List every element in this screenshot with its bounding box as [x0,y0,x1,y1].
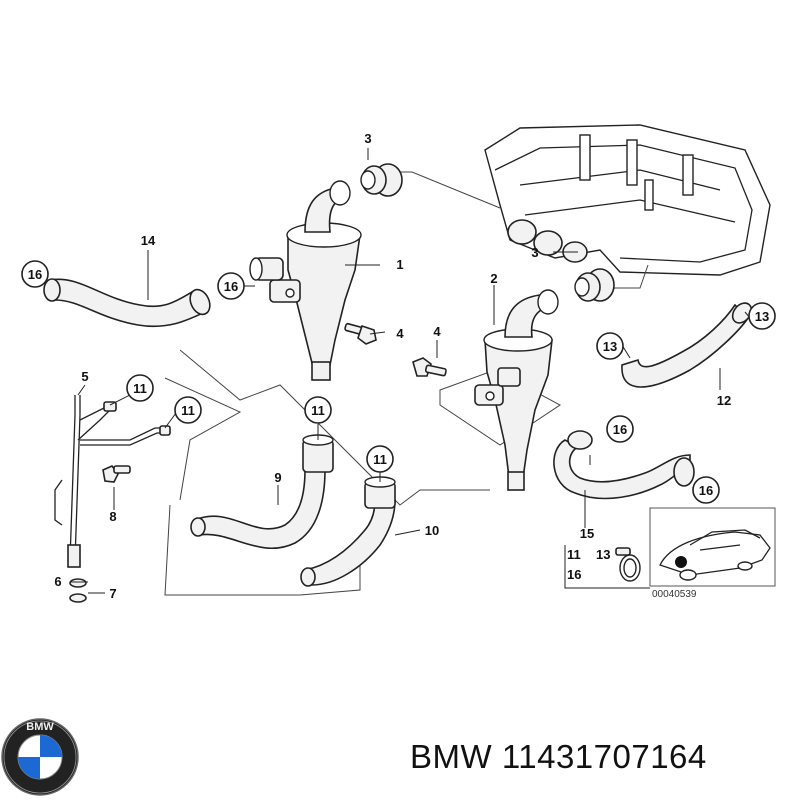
callout-13-left: 13 [603,339,617,354]
callout-circle-16-right-a [606,415,634,443]
callout-2: 2 [490,271,497,286]
callout-4-right: 4 [433,324,441,339]
callout-12: 12 [717,393,731,408]
callout-circle-16-right-b [692,476,720,504]
legend-16: 16 [567,567,581,582]
hose-clamp-icon [615,547,641,582]
logo-lettering: BMW [26,721,54,733]
legend-11: 11 [567,547,581,562]
callout-circle-13-right [748,302,776,330]
callout-circle-11-d [366,445,394,473]
vehicle-location-inset: 00040539 [649,507,776,600]
callout-11-d: 11 [373,452,387,467]
grommet-3-upper [360,163,403,197]
callout-labels: 3 1 4 2 3 4 14 16 16 5 11 11 11 11 8 9 1… [28,131,769,601]
callout-11-a: 11 [133,381,147,396]
bolt-4-right [412,357,447,377]
callout-16-mid: 16 [224,279,238,294]
callout-3-lower: 3 [531,245,538,260]
callout-circles [21,260,776,504]
location-marker [675,556,687,568]
hose-14 [43,278,211,328]
oil-separator-1 [269,180,362,381]
legend-13: 13 [596,547,610,562]
oil-separator-2 [474,289,559,491]
callout-5: 5 [81,369,88,384]
callout-16-left: 16 [28,267,42,282]
callout-6: 6 [54,574,61,589]
callout-14: 14 [141,233,156,248]
callout-circle-11-a [126,374,154,402]
bmw-logo: BMW [1,718,79,796]
grommet-3-lower [574,268,615,302]
callout-circle-11-b [174,396,202,424]
bolt-4-left [344,322,377,345]
intake-manifold [484,124,771,276]
connector-16-stub [249,257,284,281]
diagram-id: 00040539 [652,589,697,600]
callout-9: 9 [274,470,281,485]
hose-9 [190,434,334,549]
callout-8: 8 [109,509,116,524]
part-number: 11431707164 [501,738,707,775]
brand-name: BMW [410,738,493,775]
callout-11-b: 11 [181,403,195,418]
hose-12 [621,302,753,388]
callout-7: 7 [109,586,116,601]
brand-part-number: BMW 11431707164 [410,738,707,776]
bolt-8 [102,465,131,483]
callout-16-right-a: 16 [613,422,627,437]
callout-circle-16-left [21,260,49,288]
dipstick-tube-5 [54,395,171,603]
callout-11-c: 11 [311,403,325,418]
callout-1: 1 [396,257,403,272]
hose-10 [300,476,396,587]
callout-circle-13-left [596,332,624,360]
legend-box: 11 13 16 [564,545,650,589]
callout-16-right-b: 16 [699,483,713,498]
hose-15 [553,430,695,500]
callout-4-left: 4 [396,326,404,341]
callout-13-right: 13 [755,309,769,324]
callout-circle-16-mid [217,272,245,300]
callout-circle-11-c [304,396,332,424]
callout-10: 10 [425,523,439,538]
callout-3-upper: 3 [364,131,371,146]
callout-15: 15 [580,526,594,541]
